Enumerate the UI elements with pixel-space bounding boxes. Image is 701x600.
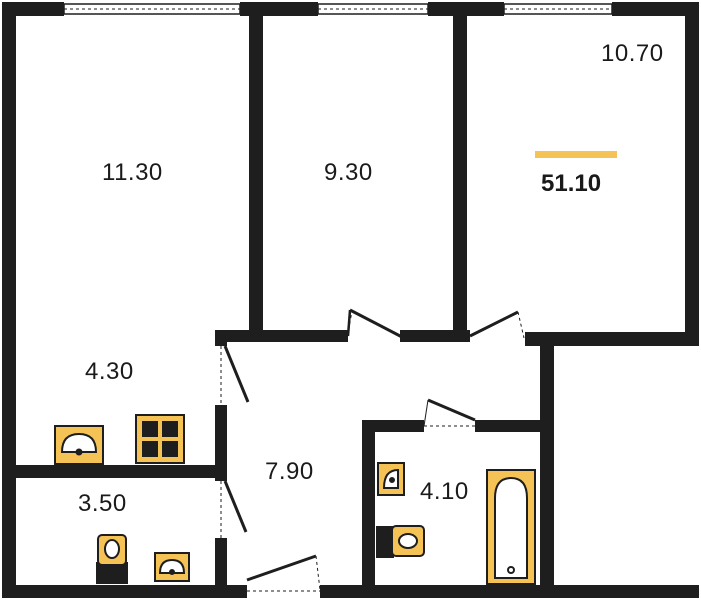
kitchen-sink-icon xyxy=(54,425,104,465)
room-right-area: 10.70 xyxy=(601,40,664,67)
wall-outer-left xyxy=(2,2,16,598)
wall-bottom-b xyxy=(320,585,699,598)
wall-kitchen-bottom xyxy=(2,465,227,478)
wall-hallway-left-c xyxy=(215,538,227,598)
wall-room-right-bottom xyxy=(525,332,699,346)
doors xyxy=(220,308,525,592)
door-room-right xyxy=(469,310,525,339)
wall-hallway-right xyxy=(540,340,554,598)
wall-room-middle-bottom-b xyxy=(400,330,470,342)
kitchen-area-label: 4.30 xyxy=(85,358,134,385)
fixtures xyxy=(54,414,536,585)
wall-outer-right xyxy=(685,2,699,346)
door-room-middle xyxy=(346,308,403,339)
wall-top-1 xyxy=(2,2,64,16)
toilet-area: 3.50 xyxy=(78,490,127,517)
door-kitchen xyxy=(220,345,250,405)
wall-hallway-left-a xyxy=(215,330,227,346)
total-area-accent-bar xyxy=(535,151,617,158)
toilet-room-sink-icon xyxy=(154,552,190,582)
wall-bathroom-top-a xyxy=(362,420,424,432)
wall-room-middle-bottom-a xyxy=(215,330,348,342)
door-toilet xyxy=(220,480,248,538)
door-entrance xyxy=(246,554,321,592)
toilet-icon xyxy=(96,534,128,584)
bathroom-sink-icon xyxy=(377,462,405,496)
bathroom-area: 4.10 xyxy=(420,478,469,505)
hallway-area: 7.90 xyxy=(265,458,314,485)
door-bathroom xyxy=(423,398,476,427)
wall-bathroom-left xyxy=(362,420,375,590)
bathroom-toilet-icon xyxy=(376,525,425,558)
wall-top-4 xyxy=(612,2,699,16)
wall-partition-2 xyxy=(453,2,467,332)
room-middle-area: 9.30 xyxy=(324,159,373,186)
total-area: 51.10 xyxy=(541,170,602,197)
stove-icon xyxy=(135,414,185,464)
room-left-area: 11.30 xyxy=(102,159,163,186)
windows xyxy=(63,3,613,15)
wall-bathroom-top-b xyxy=(475,420,545,432)
bathtub-icon xyxy=(486,469,536,585)
wall-partition-1 xyxy=(249,2,263,332)
wall-bottom-a xyxy=(2,585,247,598)
wall-hallway-left-b xyxy=(215,405,227,481)
